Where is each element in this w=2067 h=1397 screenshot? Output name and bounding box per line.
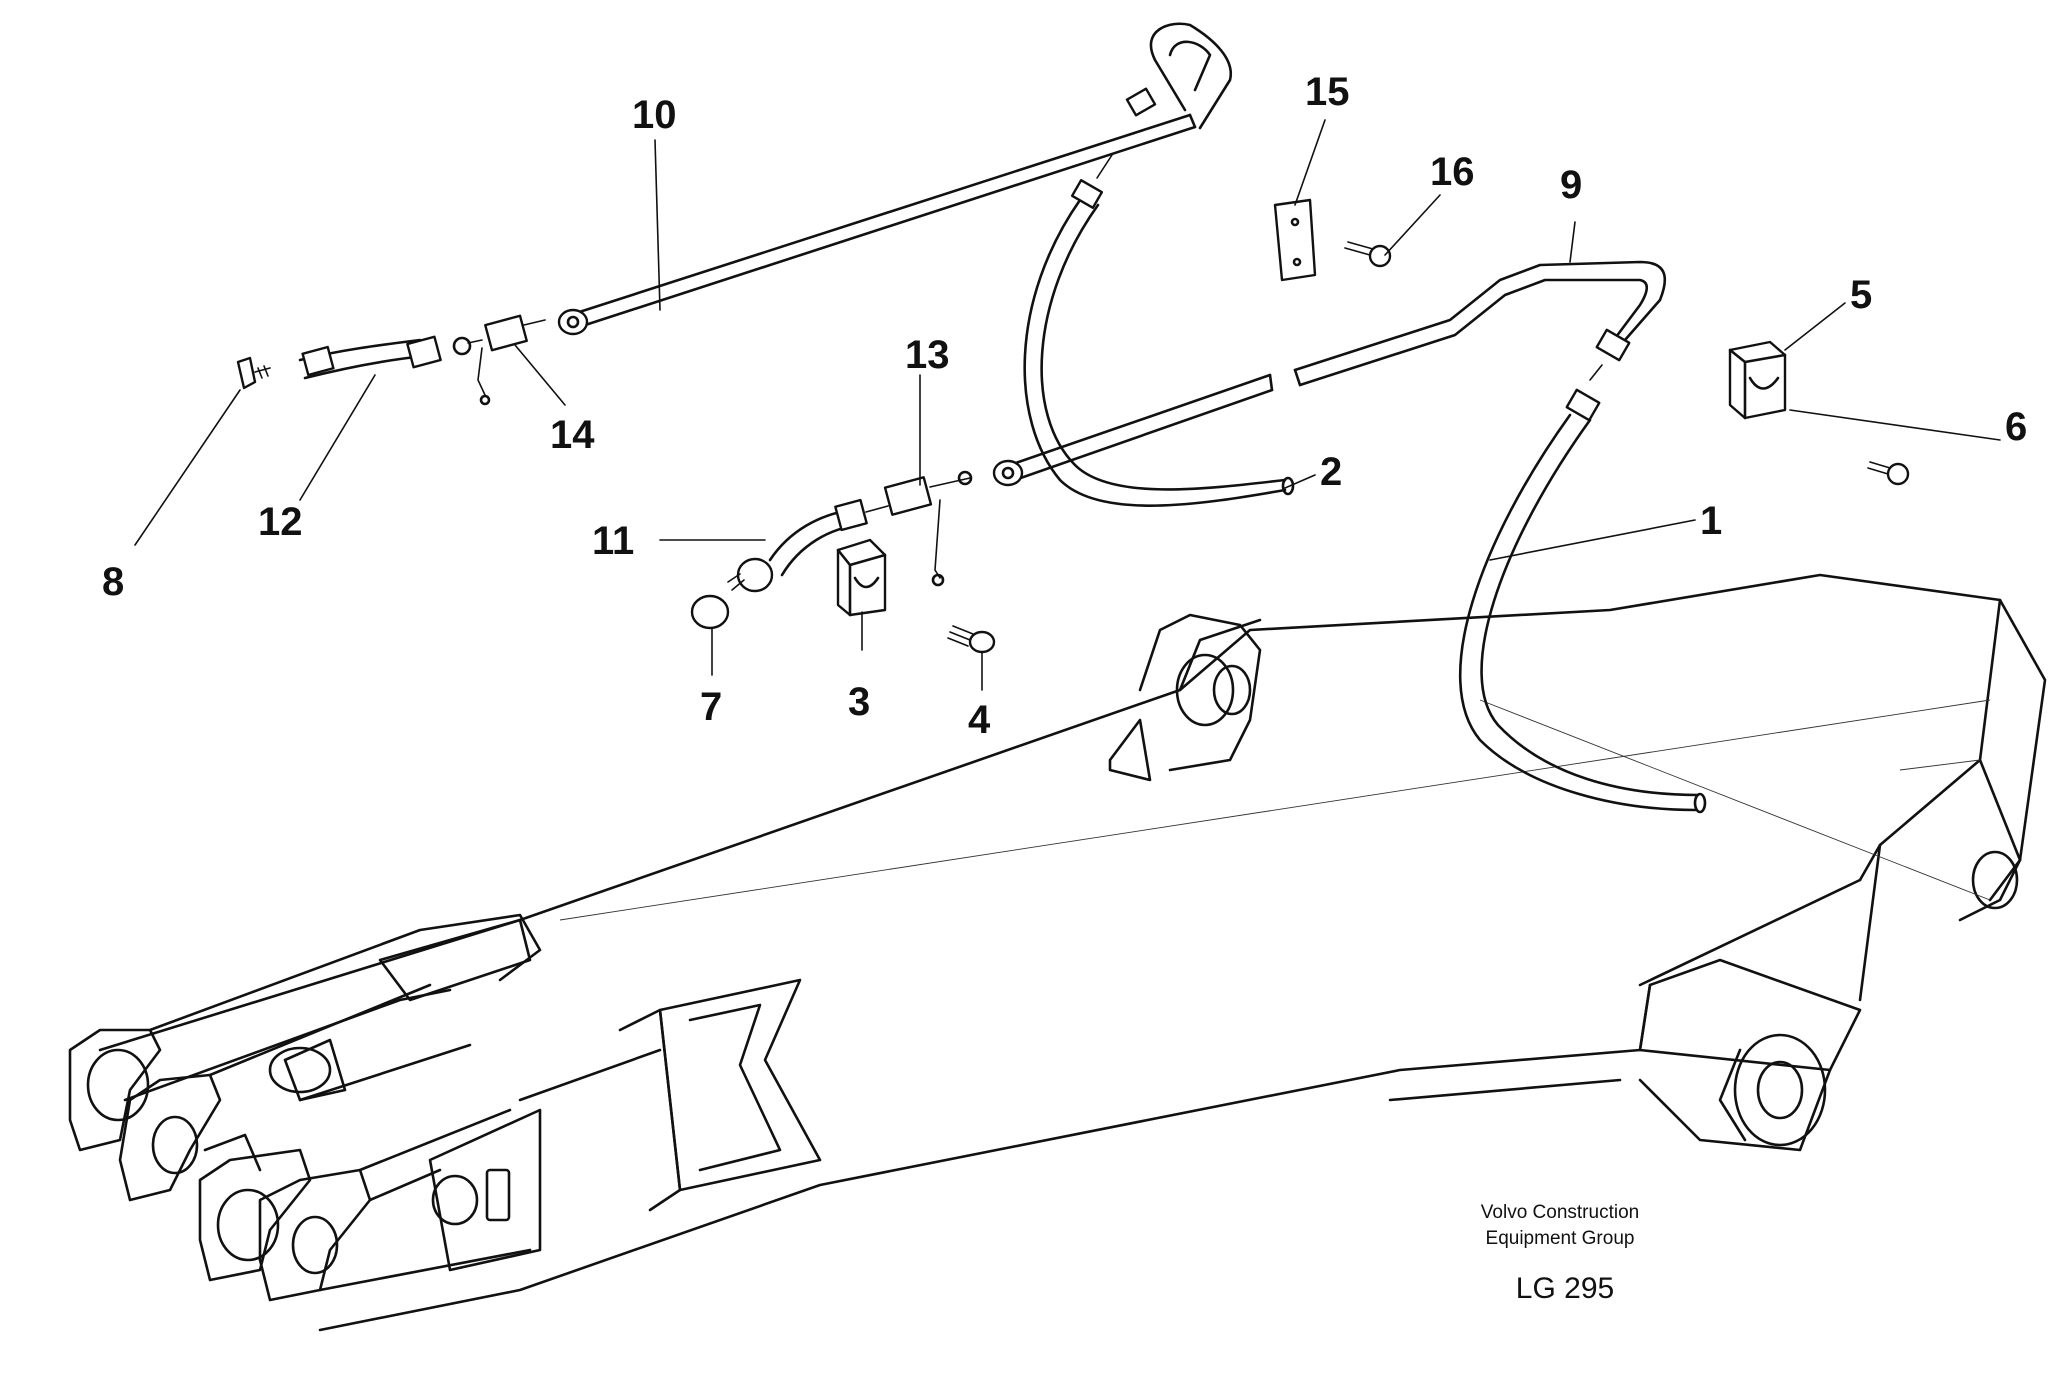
leader-12 bbox=[299, 374, 376, 501]
screw-4 bbox=[947, 625, 996, 654]
callout-9: 9 bbox=[1560, 163, 1582, 207]
hose-11 bbox=[727, 498, 889, 593]
pipe-10 bbox=[557, 22, 1233, 336]
caption: Volvo Construction Equipment Group LG 29… bbox=[1481, 1202, 1639, 1305]
callout-2: 2 bbox=[1320, 450, 1342, 494]
plug-7 bbox=[690, 594, 730, 630]
caption-line-1: Volvo Construction bbox=[1481, 1202, 1639, 1223]
callout-13: 13 bbox=[905, 333, 950, 377]
callout-6: 6 bbox=[2005, 405, 2027, 449]
leader-15 bbox=[1294, 119, 1326, 206]
hose-1 bbox=[1459, 364, 1707, 814]
callout-10: 10 bbox=[632, 93, 677, 137]
callout-labels: 1 2 3 4 5 6 7 8 9 10 11 12 13 14 15 16 bbox=[102, 70, 2027, 742]
boom-arm bbox=[98, 573, 2047, 1332]
callout-4: 4 bbox=[968, 698, 991, 742]
callout-5: 5 bbox=[1850, 273, 1872, 317]
leader-9 bbox=[1569, 221, 1576, 263]
pipe-9 bbox=[992, 260, 1667, 487]
leader-6 bbox=[1789, 409, 2001, 441]
callout-12: 12 bbox=[258, 500, 303, 544]
hose-12 bbox=[298, 335, 472, 380]
leader-8 bbox=[134, 389, 241, 546]
callout-3: 3 bbox=[848, 680, 870, 724]
leader-14 bbox=[514, 344, 566, 406]
callout-11: 11 bbox=[592, 519, 634, 563]
callout-8: 8 bbox=[102, 560, 124, 604]
leader-lines bbox=[134, 119, 2001, 691]
leader-2 bbox=[1284, 474, 1316, 489]
caption-line-2: Equipment Group bbox=[1486, 1228, 1635, 1249]
clamp-5 bbox=[1728, 340, 1787, 420]
cap-8 bbox=[236, 356, 271, 390]
callout-7: 7 bbox=[700, 685, 722, 729]
screw-16 bbox=[1344, 241, 1392, 268]
callout-15: 15 bbox=[1305, 70, 1350, 114]
boom-fork-end bbox=[68, 913, 542, 1302]
leader-1 bbox=[1489, 519, 1696, 561]
figure-reference: LG 295 bbox=[1516, 1272, 1614, 1305]
callout-14: 14 bbox=[550, 413, 595, 457]
screw-6 bbox=[1867, 461, 1910, 486]
leader-10 bbox=[654, 139, 661, 311]
plate-15 bbox=[1273, 198, 1317, 282]
clamp-3 bbox=[836, 538, 887, 617]
leader-16 bbox=[1384, 194, 1441, 256]
fitting-13 bbox=[883, 470, 973, 587]
callout-16: 16 bbox=[1430, 150, 1475, 194]
leader-5 bbox=[1784, 302, 1846, 351]
callout-1: 1 bbox=[1700, 499, 1722, 543]
hose-2 bbox=[1023, 154, 1295, 507]
fitting-14 bbox=[467, 314, 546, 406]
